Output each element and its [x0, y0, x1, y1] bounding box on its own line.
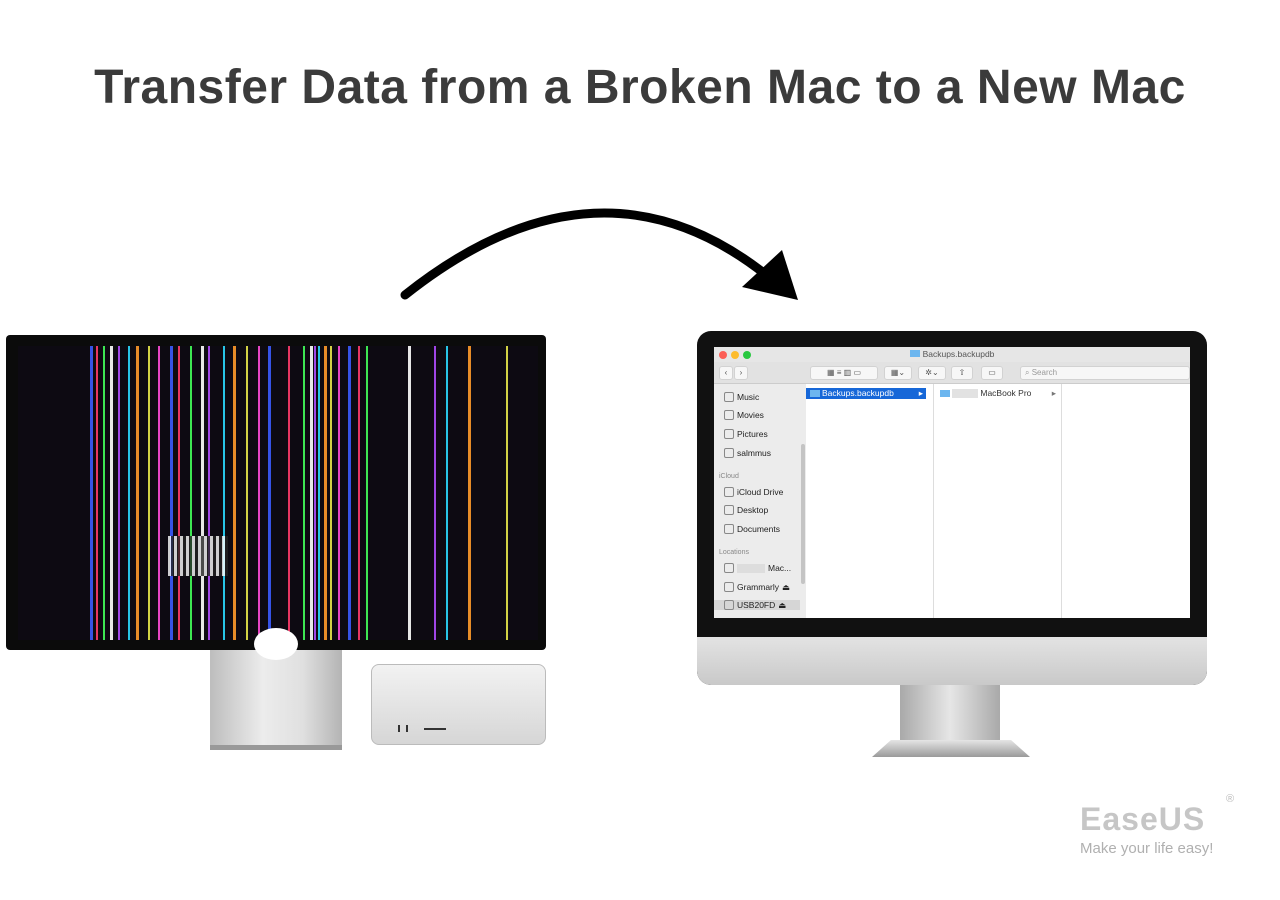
glitch-line — [506, 346, 508, 640]
glitch-line — [468, 346, 471, 640]
glitch-line — [288, 346, 290, 640]
glitch-line — [223, 346, 225, 640]
tag-icon[interactable]: ▭ — [981, 366, 1003, 380]
camera-icon — [724, 429, 734, 439]
finder-titlebar: Backups.backupdb — [714, 347, 1190, 362]
glitch-line — [408, 346, 411, 640]
close-button[interactable] — [719, 351, 727, 359]
brand-tagline: Make your life easy! — [1080, 840, 1214, 857]
folder-icon — [810, 390, 820, 397]
glitch-line — [318, 346, 320, 640]
movies-icon — [724, 410, 734, 420]
glitch-line — [96, 346, 98, 640]
glitch-line — [258, 346, 260, 640]
page-title: Transfer Data from a Broken Mac to a New… — [94, 61, 1186, 114]
documents-icon — [724, 524, 734, 534]
minimize-button[interactable] — [731, 351, 739, 359]
glitch-line — [170, 346, 173, 640]
sidebar-item-desktop[interactable]: Desktop — [724, 505, 768, 515]
folder-macbook-pro[interactable]: MacBook Pro▸ — [940, 388, 1058, 399]
selected-folder-backups[interactable]: Backups.backupdb▸ — [806, 388, 926, 399]
registered-mark: ® — [1226, 793, 1235, 805]
glitch-line — [158, 346, 160, 640]
glitch-line — [110, 346, 113, 640]
eject-icon[interactable]: ⏏ — [782, 582, 791, 592]
glitch-line — [128, 346, 130, 640]
music-icon — [724, 392, 734, 402]
glitch-line — [366, 346, 368, 640]
sidebar-item-icloud-drive[interactable]: iCloud Drive — [724, 487, 783, 497]
sidebar-item-music[interactable]: Music — [724, 392, 759, 402]
glitch-line — [446, 346, 448, 640]
glitch-line — [358, 346, 360, 640]
glitch-line — [233, 346, 236, 640]
glitch-line — [136, 346, 139, 640]
drive-icon — [724, 582, 734, 592]
glitch-line — [434, 346, 436, 640]
glitch-line — [330, 346, 332, 640]
glitch-line — [314, 346, 316, 640]
forward-button[interactable]: › — [734, 366, 748, 380]
glitch-line — [324, 346, 327, 640]
view-buttons[interactable]: ▦ ≡ ▥ ▭ — [810, 366, 878, 380]
glitch-line — [103, 346, 105, 640]
glitch-line — [303, 346, 305, 640]
monitor-stand — [210, 628, 342, 750]
icloud-header: iCloud — [719, 473, 739, 480]
folder-icon — [909, 350, 920, 357]
gear-icon[interactable]: ✲⌄ — [918, 366, 946, 380]
cloud-icon — [724, 487, 734, 497]
zoom-button[interactable] — [743, 351, 751, 359]
glitch-line — [190, 346, 192, 640]
glitch-line — [246, 346, 248, 640]
glitch-line — [90, 346, 93, 640]
glitch-line — [178, 346, 180, 640]
sidebar-item-mac[interactable]: Mac... — [724, 563, 791, 573]
column-1 — [806, 384, 934, 618]
glitch-line — [338, 346, 340, 640]
search-input[interactable]: ⌕ Search — [1020, 366, 1190, 380]
broken-mac-monitor — [6, 335, 546, 650]
imac-base — [872, 740, 1030, 757]
locations-header: Locations — [719, 549, 749, 556]
glitch-line — [268, 346, 271, 640]
glitch-line — [148, 346, 150, 640]
sidebar-item-grammarly[interactable]: Grammarly ⏏ — [724, 582, 790, 592]
glitch-block — [168, 536, 228, 576]
glitch-line — [310, 346, 313, 640]
column-2 — [934, 384, 1062, 618]
imac-stand — [900, 685, 1000, 743]
imac-chin — [697, 637, 1207, 685]
finder-sidebar: Music Movies Pictures salmmus iCloud iCl… — [714, 384, 806, 618]
glitch-line — [118, 346, 120, 640]
finder-toolbar: ‹ › ▦ ≡ ▥ ▭ ▦⌄ ✲⌄ ⇧ ▭ ⌕ Search — [714, 362, 1190, 384]
sidebar-item-pictures[interactable]: Pictures — [724, 429, 768, 439]
sidebar-item-home[interactable]: salmmus — [724, 448, 771, 458]
arrange-button[interactable]: ▦⌄ — [884, 366, 912, 380]
desktop-icon — [724, 505, 734, 515]
easeus-logo: EaseUS — [1080, 801, 1206, 837]
new-imac: Backups.backupdb ‹ › ▦ ≡ ▥ ▭ ▦⌄ ✲⌄ ⇧ ▭ ⌕… — [697, 331, 1207, 685]
finder-window: Backups.backupdb ‹ › ▦ ≡ ▥ ▭ ▦⌄ ✲⌄ ⇧ ▭ ⌕… — [714, 347, 1190, 618]
sidebar-scrollbar[interactable] — [801, 444, 805, 584]
mac-studio — [371, 664, 546, 745]
eject-icon[interactable]: ⏏ — [778, 600, 787, 610]
glitch-line — [348, 346, 351, 640]
sidebar-item-documents[interactable]: Documents — [724, 524, 780, 534]
back-button[interactable]: ‹ — [719, 366, 733, 380]
laptop-icon — [724, 563, 734, 573]
home-icon — [724, 448, 734, 458]
glitch-line — [201, 346, 204, 640]
window-title: Backups.backupdb — [922, 349, 995, 359]
share-icon[interactable]: ⇧ — [951, 366, 973, 380]
sidebar-item-movies[interactable]: Movies — [724, 410, 764, 420]
glitch-line — [208, 346, 210, 640]
usb-drive-icon — [724, 600, 734, 610]
broken-screen — [18, 346, 538, 640]
sidebar-item-usb[interactable]: USB20FD ⏏ — [714, 600, 800, 610]
folder-icon — [940, 390, 950, 397]
